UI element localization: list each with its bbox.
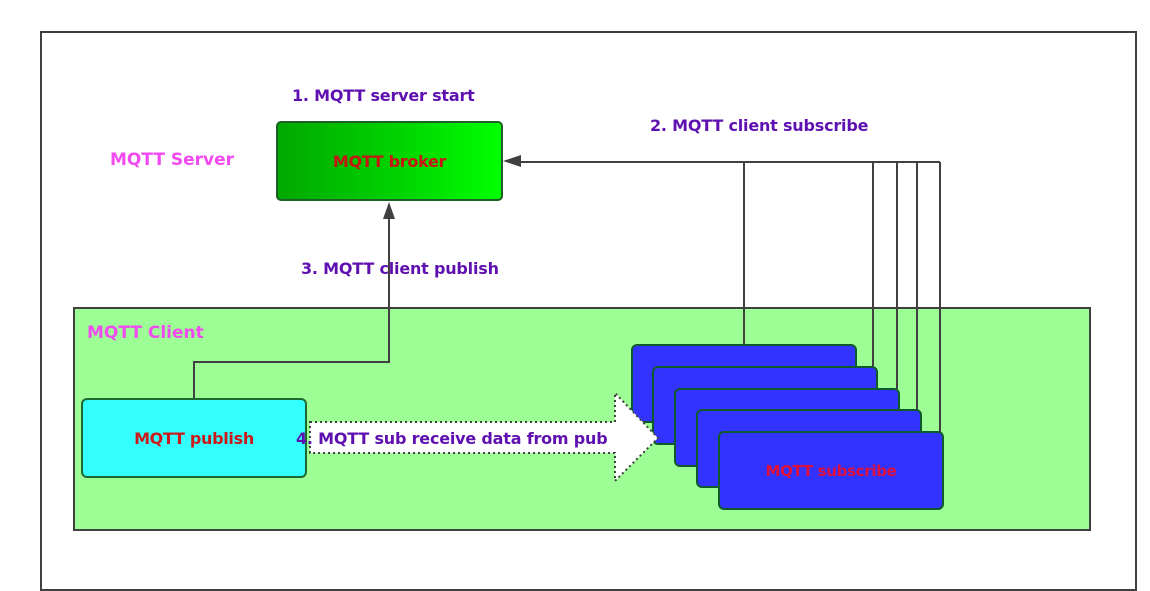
publish-arrowhead: [383, 202, 395, 219]
step4-label: 4. MQTT sub receive data from pub: [296, 429, 608, 448]
step1-label: 1. MQTT server start: [292, 86, 475, 105]
broker-label: MQTT broker: [332, 151, 447, 171]
mqtt-publish-node[interactable]: MQTT publish: [81, 398, 307, 478]
client-zone-label: MQTT Client: [87, 323, 204, 343]
step3-label: 3. MQTT client publish: [301, 259, 499, 278]
mqtt-subscriber-node-5[interactable]: MQTT subscribe: [718, 431, 944, 510]
connectors: [193, 155, 941, 432]
server-zone-label: MQTT Server: [110, 150, 235, 170]
step2-label: 2. MQTT client subscribe: [650, 116, 869, 135]
publish-label: MQTT publish: [134, 428, 254, 448]
subscriber-label: MQTT subscribe: [765, 461, 897, 480]
publish-line: [193, 214, 390, 399]
subscribe-arrowhead: [503, 155, 521, 167]
mqtt-broker-node[interactable]: MQTT broker: [276, 121, 503, 201]
